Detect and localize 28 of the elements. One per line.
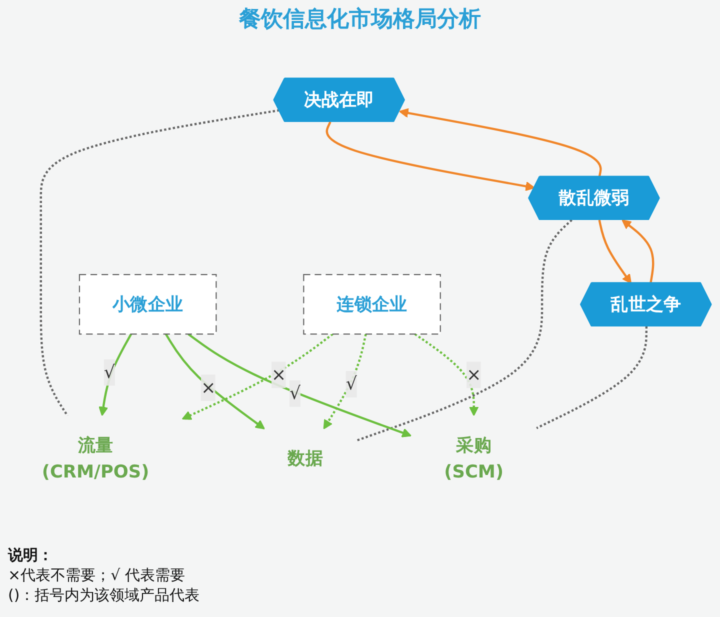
arrow — [323, 334, 367, 430]
arrow — [622, 220, 654, 284]
note-text: ×代表不需要；√ 代表需要 — [8, 566, 186, 585]
arrow — [98, 334, 132, 416]
arrow — [326, 121, 535, 192]
arrow — [188, 333, 412, 438]
arrow — [598, 220, 632, 284]
diagram-title: 餐饮信息化市场格局分析 — [238, 6, 482, 34]
node-box: 小微企业 — [78, 274, 217, 335]
edge-label: × — [200, 376, 216, 398]
arrow — [182, 333, 334, 420]
node-text: 流量 (CRM/POS) — [42, 434, 150, 482]
node-box: 连锁企业 — [303, 274, 441, 335]
connector — [356, 219, 572, 442]
connector — [536, 326, 648, 430]
edge-label: √ — [289, 382, 301, 404]
note-text: ()：括号内为该领域产品代表 — [8, 586, 200, 605]
node-text: 数据 — [288, 448, 323, 469]
note-text: 说明： — [8, 546, 54, 565]
connector — [40, 109, 280, 416]
arrow — [398, 108, 602, 178]
edge-label: × — [466, 364, 482, 385]
arrow — [164, 334, 265, 430]
node-text: 采购 (SCM) — [444, 434, 504, 482]
edge-label: √ — [346, 373, 358, 394]
arrow — [414, 333, 479, 416]
edge-label: √ — [104, 361, 116, 382]
edge-label: × — [271, 364, 286, 385]
